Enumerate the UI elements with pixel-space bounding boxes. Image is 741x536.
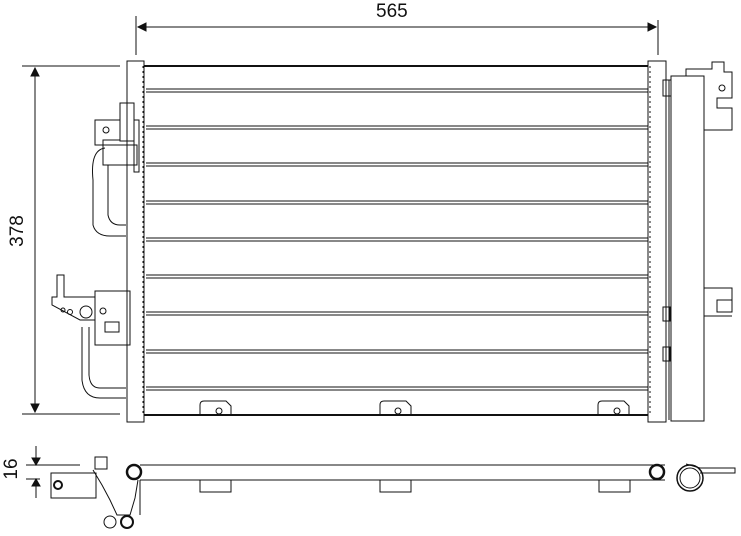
depth-dimension-line [26,446,80,498]
tubes [146,88,648,391]
width-dimension-label: 565 [376,1,408,22]
receiver-drier [662,61,733,422]
bottom-view [50,456,736,529]
width-dimension-line [135,16,659,55]
upper-inlet-fitting [92,102,140,237]
bottom-brackets [199,400,630,415]
lower-outlet-fitting [51,274,131,399]
height-dimension-line [22,65,120,415]
condenser-core [126,60,667,423]
